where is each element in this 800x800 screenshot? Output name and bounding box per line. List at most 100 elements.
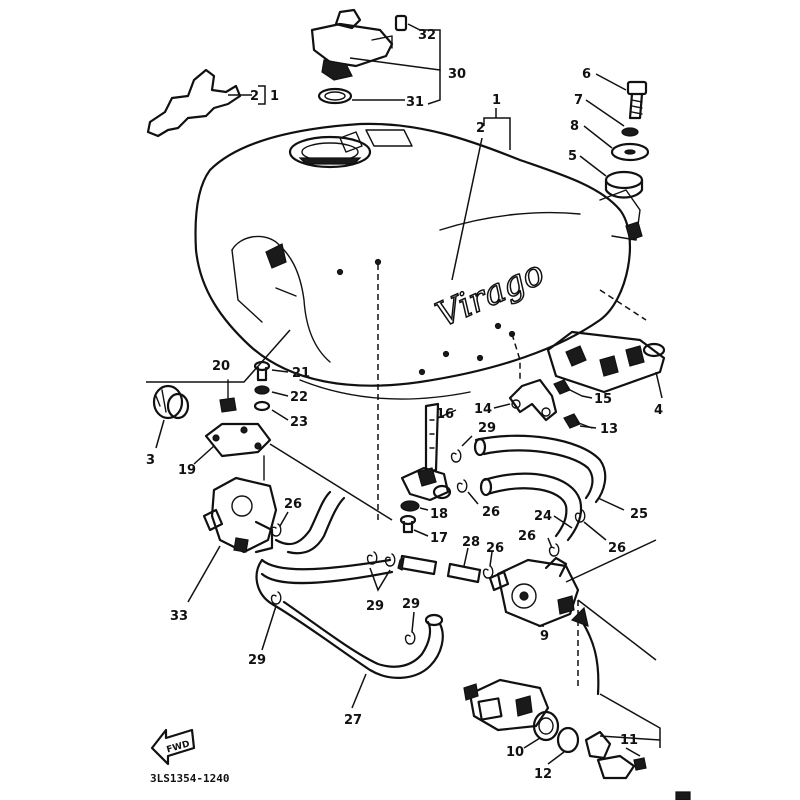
clip-26-left — [270, 523, 282, 537]
leader-line — [579, 155, 607, 177]
label-29-left: 29 — [248, 653, 266, 668]
label-18: 18 — [430, 507, 448, 522]
bolt-6 — [626, 80, 648, 120]
fuel-cock-16 — [400, 402, 452, 502]
pump-body-exploded — [463, 678, 550, 732]
label-26-right: 26 — [608, 541, 626, 556]
washer-7 — [621, 127, 639, 137]
leader-line — [467, 491, 479, 505]
bracket-mark — [258, 85, 266, 105]
clip-29-left — [270, 591, 282, 605]
label-7: 7 — [574, 93, 583, 108]
diaphragm-10 — [532, 710, 560, 742]
washer-22 — [254, 385, 270, 395]
leader-line — [655, 371, 663, 399]
label-11: 11 — [620, 733, 638, 748]
clip-26-right — [574, 509, 586, 523]
label-26-hose: 26 — [486, 541, 504, 556]
leader-line — [625, 747, 641, 757]
leader-line — [553, 515, 573, 529]
label-4: 4 — [654, 403, 663, 418]
label-32: 32 — [418, 28, 436, 43]
forward-arrow: FWD — [150, 728, 196, 766]
damper-5 — [604, 170, 644, 199]
alignment-line — [599, 289, 647, 321]
leader-line — [579, 425, 597, 429]
leader-line — [437, 409, 457, 419]
label-23: 23 — [290, 415, 308, 430]
hose-24 — [479, 472, 583, 542]
leader-line — [193, 445, 215, 465]
gasket-31 — [317, 87, 353, 105]
clip-29-pair — [366, 551, 396, 567]
leader-line — [581, 395, 593, 399]
label-22: 22 — [290, 390, 308, 405]
bracket-4 — [546, 330, 666, 394]
leader-line — [583, 125, 613, 149]
leader-line — [413, 529, 429, 537]
leader-line — [411, 611, 415, 633]
hose-28 — [397, 554, 482, 584]
leader-line — [583, 521, 607, 541]
fuel-pump-33 — [202, 455, 278, 554]
leader-line — [271, 409, 289, 421]
leader-line — [261, 605, 277, 651]
bracket-mark — [483, 108, 511, 150]
label-1-tank: 1 — [492, 93, 501, 108]
plate-19 — [204, 422, 272, 458]
label-31: 31 — [406, 95, 424, 110]
label-17: 17 — [430, 531, 448, 546]
clip-26-mid-hose — [482, 565, 494, 579]
leader-line — [279, 511, 289, 527]
label-29-pair: 29 — [366, 599, 384, 614]
bolt-13 — [563, 413, 593, 429]
leader-line — [599, 693, 661, 748]
leader-line — [595, 73, 627, 91]
screw-21 — [253, 360, 271, 382]
leader-line — [271, 391, 289, 397]
bolt-15 — [553, 379, 583, 397]
label-13: 13 — [600, 422, 618, 437]
clip-26-pump — [548, 543, 560, 557]
label-3: 3 — [146, 453, 155, 468]
clip-29-top — [450, 449, 462, 463]
screw-17 — [399, 514, 417, 534]
label-20: 20 — [212, 359, 230, 374]
leader-line — [155, 419, 165, 449]
arrow-head — [570, 606, 589, 627]
grommet-3 — [152, 384, 190, 420]
label-33: 33 — [170, 609, 188, 624]
leader-line — [597, 497, 625, 511]
leader-line — [523, 737, 541, 749]
label-10: 10 — [506, 745, 524, 760]
leader-line — [187, 545, 221, 603]
label-16: 16 — [436, 407, 454, 422]
alignment-line — [511, 333, 521, 380]
label-6: 6 — [582, 67, 591, 82]
hose-25 — [473, 434, 607, 504]
leader-line — [565, 539, 657, 583]
leader-line — [451, 137, 483, 281]
leader-line — [493, 403, 511, 409]
leader-line — [351, 673, 367, 709]
label-26-middle: 26 — [482, 505, 500, 520]
screw-20 — [219, 379, 237, 413]
label-29-lower: 29 — [402, 597, 420, 612]
bracket-14 — [508, 378, 558, 422]
label-2-tank: 2 — [476, 121, 485, 136]
leader-line — [547, 537, 553, 549]
label-25: 25 — [630, 507, 648, 522]
clip-29-lower — [404, 631, 416, 645]
leader-line — [419, 507, 429, 511]
label-26-pump: 26 — [518, 529, 536, 544]
label-21: 21 — [292, 366, 310, 381]
leader-line — [461, 435, 473, 447]
label-15: 15 — [594, 392, 612, 407]
hose-27 — [255, 558, 444, 679]
assembly-arrow — [578, 616, 600, 696]
label-19: 19 — [178, 463, 196, 478]
leader-line — [463, 547, 469, 567]
label-26-left: 26 — [284, 497, 302, 512]
fuel-tank — [194, 122, 643, 400]
